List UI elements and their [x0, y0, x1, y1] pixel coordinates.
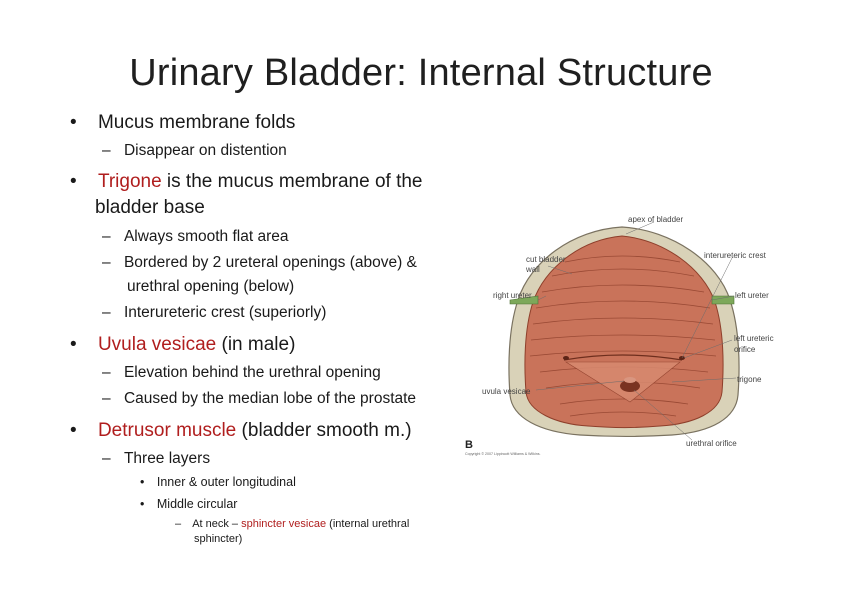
- bullet-text: is the mucus membrane of the: [161, 171, 423, 192]
- sub-bullet-bordered-line2: urethral opening (below): [127, 278, 295, 295]
- label-trigone: trigone: [737, 375, 762, 384]
- dash-marker: –: [102, 450, 111, 467]
- right-ureter: [509, 295, 539, 305]
- bullet-trigone-line2: bladder base: [95, 197, 205, 218]
- sub-sub-bullet-text: Middle circular: [156, 497, 238, 511]
- uvula-vesicae: [624, 377, 636, 383]
- sub-bullet-elevation: – Elevation behind the urethral opening: [102, 364, 381, 382]
- bullet-marker: •: [70, 112, 77, 133]
- term-sphincter-vesicae: sphincter vesicae: [241, 518, 327, 530]
- dash-marker: –: [102, 364, 111, 381]
- dash-marker: –: [102, 228, 111, 245]
- sub-bullet-text: Three layers: [123, 450, 211, 467]
- bullet-detrusor: • Detrusor muscle (bladder smooth m.): [70, 420, 412, 442]
- right-ureteric-orifice: [563, 356, 569, 360]
- sub-bullet-median-lobe: – Caused by the median lobe of the prost…: [102, 390, 416, 408]
- label-interureteric: interureteric crest: [704, 251, 767, 260]
- neck-text-pre: At neck –: [192, 518, 242, 530]
- panel-letter: B: [465, 439, 473, 451]
- slide-title: Urinary Bladder: Internal Structure: [129, 52, 713, 94]
- bladder-diagram: apex of bladder cut bladder wall interur…: [465, 215, 774, 456]
- neck-text-post: (internal urethral: [326, 518, 410, 530]
- sub-bullet-text: Elevation behind the urethral opening: [123, 364, 381, 381]
- bullet-text: Mucus membrane folds: [97, 112, 296, 133]
- label-left-orifice-line2: orifice: [734, 345, 756, 354]
- label-left-orifice-line1: left ureteric: [734, 334, 774, 343]
- sub-bullet-text: Caused by the median lobe of the prostat…: [123, 390, 417, 407]
- sub-bullet-interureteric: – Interureteric crest (superiorly): [102, 304, 326, 322]
- left-ureter: [711, 295, 735, 305]
- sub-bullet-bordered: – Bordered by 2 ureteral openings (above…: [102, 254, 417, 272]
- sub-sub-bullet-longitudinal: • Inner & outer longitudinal: [140, 475, 296, 489]
- sub-sub-bullet-circular: • Middle circular: [140, 497, 237, 511]
- sub-bullet-text: Disappear on distention: [123, 142, 287, 159]
- sub-bullet-three-layers: – Three layers: [102, 450, 210, 468]
- level4-bullet-neck-line2: sphincter): [194, 533, 243, 545]
- urethral-orifice: [620, 380, 640, 392]
- sub-bullet-smooth: – Always smooth flat area: [102, 228, 288, 246]
- bullet-marker: •: [70, 334, 77, 355]
- label-right-ureter: right ureter: [493, 291, 532, 300]
- sub-bullet-disappear: – Disappear on distention: [102, 142, 287, 160]
- label-cut-wall-line1: cut bladder: [526, 255, 566, 264]
- bullet-marker: •: [70, 171, 77, 192]
- sub-bullet-text: Bordered by 2 ureteral openings (above) …: [123, 254, 417, 271]
- bullet-marker: •: [140, 497, 145, 511]
- bullet-marker: •: [70, 420, 77, 441]
- term-trigone: Trigone: [97, 171, 162, 192]
- bullet-uvula: • Uvula vesicae (in male): [70, 334, 295, 356]
- level4-bullet-neck: – At neck – sphincter vesicae (internal …: [175, 518, 409, 530]
- bullet-marker: •: [140, 475, 145, 489]
- label-left-ureter: left ureter: [735, 291, 769, 300]
- dash-marker: –: [175, 518, 182, 530]
- bullet-text: (in male): [216, 334, 296, 355]
- leader-lines: [535, 221, 737, 441]
- label-urethral-orifice: urethral orifice: [686, 439, 737, 448]
- label-uvula: uvula vesicae: [482, 387, 531, 396]
- sub-bullet-text: Interureteric crest (superiorly): [123, 304, 327, 321]
- term-detrusor-muscle: Detrusor muscle: [97, 420, 237, 441]
- bullet-text: (bladder smooth m.): [236, 420, 412, 441]
- dash-marker: –: [102, 142, 111, 159]
- sub-bullet-text: Always smooth flat area: [123, 228, 289, 245]
- dash-marker: –: [102, 390, 111, 407]
- label-cut-wall-line2: wall: [525, 265, 540, 274]
- interureteric-crest: [563, 354, 683, 361]
- dash-marker: –: [102, 254, 111, 271]
- bullet-mucus-membrane: • Mucus membrane folds: [70, 112, 295, 134]
- sub-sub-bullet-text: Inner & outer longitudinal: [156, 475, 296, 489]
- label-apex: apex of bladder: [628, 215, 683, 224]
- dash-marker: –: [102, 304, 111, 321]
- term-uvula-vesicae: Uvula vesicae: [97, 334, 217, 355]
- bullet-trigone: • Trigone is the mucus membrane of the: [70, 171, 423, 193]
- copyright-note: Copyright © 2007 Lippincott Williams & W…: [465, 452, 541, 456]
